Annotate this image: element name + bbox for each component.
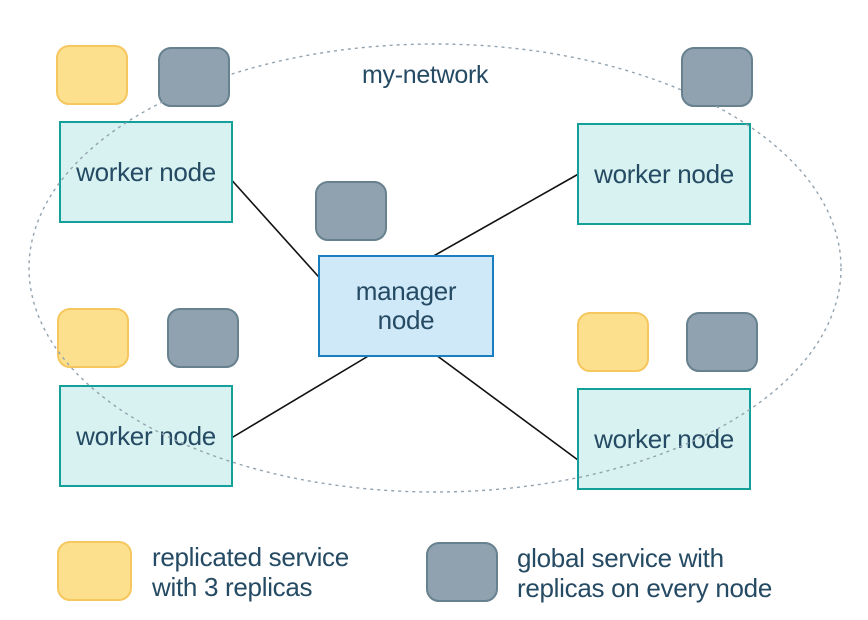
global-service-icon [158, 47, 230, 107]
global-service-icon [167, 308, 239, 368]
global-service-icon [686, 312, 758, 372]
connector-line-worker2-manager [429, 171, 583, 259]
replicated-service-icon [577, 312, 649, 372]
manager-node-box: manager node [318, 255, 494, 357]
global-service-legend-line2: replicas on every node [517, 573, 772, 603]
global-service-icon [681, 47, 753, 107]
manager-node-label-line1: manager [355, 276, 457, 306]
replicated-service-icon [57, 308, 129, 368]
worker-node-box: worker node [577, 388, 751, 490]
global-service-legend-line1: global service with [517, 543, 724, 573]
worker-node-label: worker node [76, 156, 216, 187]
global-service-legend-label: global service with replicas on every no… [517, 543, 772, 603]
worker-node-box: worker node [59, 385, 233, 487]
manager-node-label-line2: node [377, 305, 435, 335]
replicated-service-legend-label: replicated service with 3 replicas [152, 542, 349, 602]
connector-line-worker4-manager [431, 351, 583, 464]
worker-node-label: worker node [594, 158, 734, 189]
connector-line-worker3-manager [227, 351, 376, 441]
worker-node-box: worker node [577, 123, 751, 225]
replicated-service-legend-line2: with 3 replicas [152, 572, 313, 602]
global-service-legend-icon [426, 542, 498, 602]
worker-node-box: worker node [59, 121, 233, 223]
replicated-service-icon [56, 45, 128, 105]
worker-node-label: worker node [594, 423, 734, 454]
network-name-label: my-network [362, 61, 489, 89]
replicated-service-legend-line1: replicated service [152, 542, 349, 572]
global-service-icon [315, 181, 387, 241]
replicated-service-legend-icon [57, 541, 132, 601]
worker-node-label: worker node [76, 420, 216, 451]
